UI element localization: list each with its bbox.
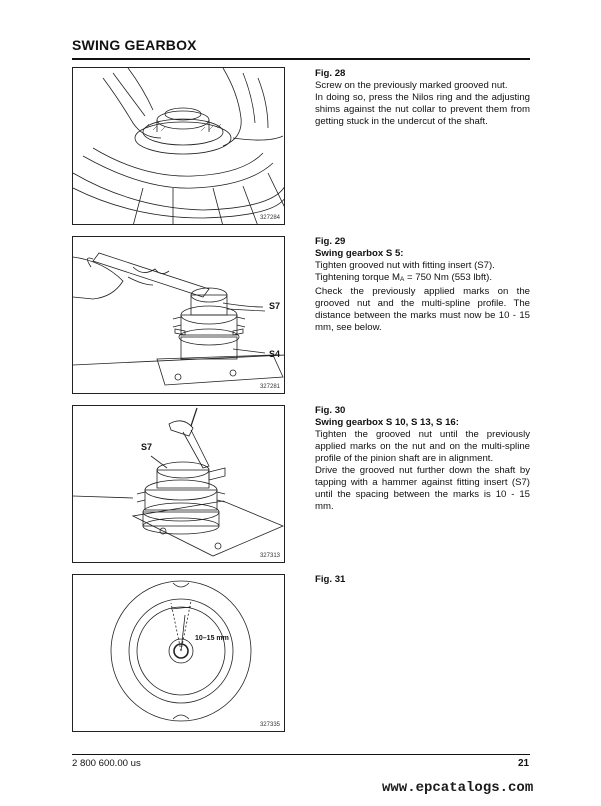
fig-30-text: Fig. 30 Swing gearbox S 10, S 13, S 16: …: [315, 405, 530, 513]
callout-s7: S7: [141, 442, 153, 452]
fig-28-text: Fig. 28 Screw on the previously marked g…: [315, 68, 530, 128]
title-divider: [72, 58, 530, 60]
fig-31-text: Fig. 31: [315, 574, 530, 586]
figure-29-illustration: S7 S4 327281: [72, 236, 285, 394]
callout-s4: S4: [269, 349, 281, 359]
figure-number: 327335: [259, 722, 280, 728]
page-number: 21: [518, 758, 530, 769]
fig-caption: Fig. 28: [315, 68, 346, 79]
dimension-label: 10–15 mm: [195, 635, 229, 642]
footer-divider: [72, 754, 530, 755]
instruction-text: Tighten the grooved nut until the previo…: [315, 429, 530, 464]
figure-number: 327284: [259, 215, 280, 221]
figure-28-illustration: 327284: [72, 67, 285, 225]
document-number: 2 800 600.00 us: [72, 758, 141, 769]
callout-s7: S7: [269, 301, 281, 311]
section-subtitle: Swing gearbox S 10, S 13, S 16:: [315, 417, 459, 428]
figure-number: 327313: [259, 553, 280, 559]
fig-caption: Fig. 29: [315, 236, 346, 247]
torque-spec: Tightening torque MA = 750 Nm (553 lbft)…: [315, 272, 493, 283]
fig-caption: Fig. 31: [315, 574, 346, 585]
instruction-text: Drive the grooved nut further down the s…: [315, 465, 530, 512]
page-title: SWING GEARBOX: [72, 37, 197, 53]
instruction-text: Screw on the previously marked grooved n…: [315, 80, 508, 91]
instruction-text: Check the previously applied marks on th…: [315, 286, 530, 333]
fig-caption: Fig. 30: [315, 405, 346, 416]
instruction-text: In doing so, press the Nilos ring and th…: [315, 92, 530, 127]
instruction-text: Tighten grooved nut with fitting insert …: [315, 260, 495, 271]
fig-29-text: Fig. 29 Swing gearbox S 5: Tighten groov…: [315, 236, 530, 334]
figure-31-illustration: 10–15 mm 327335: [72, 574, 285, 732]
figure-30-illustration: S7 327313: [72, 405, 285, 563]
watermark: www.epcatalogs.com: [382, 780, 534, 796]
figure-number: 327281: [259, 384, 280, 390]
section-subtitle: Swing gearbox S 5:: [315, 248, 404, 259]
